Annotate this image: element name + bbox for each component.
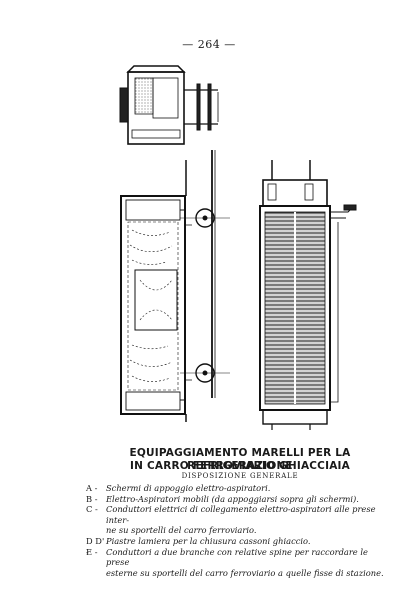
end-elevation-view <box>119 65 219 145</box>
rail-section <box>180 150 230 398</box>
legend-text: Conduttori a due branche con relative sp… <box>106 546 368 568</box>
legend-item-a: A - Schermi di appoggio elettro-aspirato… <box>86 483 386 494</box>
technical-drawing <box>119 65 357 430</box>
legend: A - Schermi di appoggio elettro-aspirato… <box>86 483 386 578</box>
figure-title-line-1: EQUIPAGGIAMENTO MARELLI PER LA REFRIGERA… <box>129 447 351 472</box>
legend-key: C - <box>86 504 98 515</box>
legend-key: D D' - <box>86 535 105 557</box>
legend-text: Conduttori elettrici di collegamento ele… <box>106 504 376 525</box>
figure-title-line-2: IN CARRO FERROVIARIO GHIACCIAIA <box>130 460 350 472</box>
section-subheading: DISPOSIZIONE GENERALE <box>181 472 299 480</box>
legend-key: E - <box>86 546 98 557</box>
legend-item-c: C - Conduttori elettrici di collegamento… <box>86 504 386 525</box>
left-plan-view <box>120 160 192 422</box>
page-number: — 264 — <box>182 38 236 51</box>
legend-text: Piastre lamiera per la chiusura cassoni … <box>106 535 311 546</box>
right-plan-view <box>259 160 357 430</box>
legend-key: A - <box>86 483 98 493</box>
legend-item-d: D D' - Piastre lamiera per la chiusura c… <box>86 535 386 557</box>
legend-item-b: B - Elettro-Aspiratori mobili (da appogg… <box>86 494 386 505</box>
legend-text: Elettro-Aspiratori mobili (da appoggiars… <box>106 493 359 504</box>
legend-item-e: E - Conduttori a due branche con relativ… <box>86 547 386 568</box>
legend-text: Schermi di appoggio elettro-aspiratori. <box>106 483 271 493</box>
legend-text-continuation: ne su sportelli del carro ferroviario. <box>106 525 257 536</box>
legend-key: B - <box>86 493 98 504</box>
legend-text-continuation: esterne su sportelli del carro ferroviar… <box>106 567 384 578</box>
